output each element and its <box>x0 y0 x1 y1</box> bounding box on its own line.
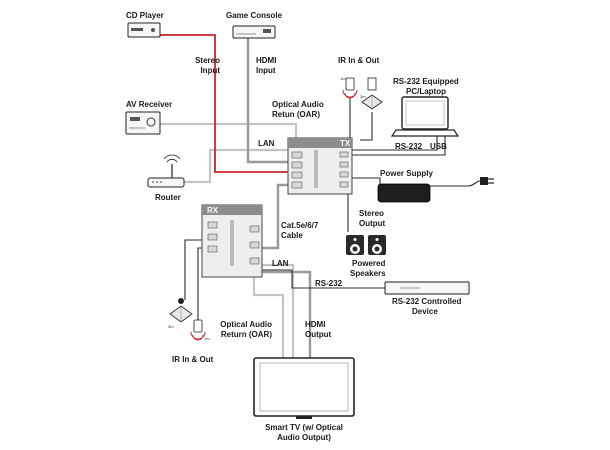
oar-bottom-label-2: Return (OAR) <box>221 330 272 339</box>
svg-text:3m: 3m <box>360 94 366 99</box>
hdmi-output-cable <box>262 270 312 358</box>
rs232-bottom-label: RS-232 <box>315 279 343 288</box>
optical-cable-top <box>160 122 298 140</box>
ir-out-cable-top <box>360 112 373 141</box>
ir-blaster-icon-top <box>361 77 383 110</box>
rs232-device-label-2: Device <box>412 307 438 316</box>
stereo-input-cable <box>158 34 290 173</box>
smart-tv-label-1: Smart TV (w/ Optical <box>265 423 343 432</box>
cat-cable-label-1: Cat.5e/6/7 <box>281 221 319 230</box>
game-console <box>232 25 276 39</box>
hdmi-input-label-1: HDMI <box>256 56 276 65</box>
smart-tv-icon <box>253 357 355 419</box>
lan-top-label: LAN <box>258 139 275 148</box>
cat-cable-label-2: Cable <box>281 231 303 240</box>
speaker-icon-right <box>368 235 386 255</box>
rx-unit <box>201 204 263 278</box>
av-receiver-label: AV Receiver <box>126 100 172 109</box>
ir-receiver-icon-top <box>342 77 358 99</box>
svg-text:1m: 1m <box>204 336 210 341</box>
power-supply-icon <box>377 177 494 203</box>
hdmi-input-cable <box>246 38 290 164</box>
rs232-cable-bottom <box>262 269 385 289</box>
rx-label: RX <box>207 206 219 215</box>
cables <box>158 34 481 358</box>
svg-text:1m: 1m <box>340 76 346 81</box>
stereo-output-label-2: Output <box>359 219 386 228</box>
ir-out-cable-bottom <box>184 239 205 300</box>
power-supply-label: Power Supply <box>380 169 433 178</box>
oar-bottom-label-1: Optical Audio <box>220 320 272 329</box>
stereo-input-label-2: Input <box>200 66 220 75</box>
stereo-input-label-1: Stereo <box>195 56 220 65</box>
tx-label: TX <box>340 139 351 148</box>
lan-cable-top <box>183 148 288 184</box>
svg-text:3m: 3m <box>168 324 174 329</box>
rs232-device-label-1: RS-232 Controlled <box>392 297 461 306</box>
lan-cable-bottom <box>262 263 295 358</box>
hdmi-output-label-2: Output <box>305 330 332 339</box>
oar-top-label-2: Retun (OAR) <box>272 110 320 119</box>
rs232-cable-top <box>352 135 438 151</box>
cd-player-label: CD Player <box>126 11 164 20</box>
power-cable-ac <box>430 180 481 187</box>
ir-blaster-icon-bottom <box>169 298 193 323</box>
powered-speakers-label-2: Speakers <box>350 269 386 278</box>
rs232-pc-label-2: PC/Laptop <box>406 87 446 96</box>
usb-cable <box>352 135 446 156</box>
powered-speakers-label-1: Powered <box>352 259 385 268</box>
ir-receiver-icon-bottom <box>190 319 206 341</box>
av-receiver <box>125 111 161 135</box>
router-label: Router <box>155 193 181 202</box>
hdmi-output-label-1: HDMI <box>305 320 325 329</box>
ir-bottom-label: IR In & Out <box>172 355 214 364</box>
rs232-pc-label-1: RS-232 Equipped <box>393 77 459 86</box>
usb-label: USB <box>430 142 447 151</box>
speaker-icon-left <box>346 235 364 255</box>
tx-unit <box>287 137 353 195</box>
power-cable-dc <box>352 177 381 186</box>
lan-bottom-label: LAN <box>272 259 289 268</box>
smart-tv-label-2: Audio Output) <box>277 433 331 442</box>
hdmi-input-label-2: Input <box>256 66 276 75</box>
oar-top-label-1: Optical Audio <box>272 100 324 109</box>
optical-cable-bottom <box>252 275 285 358</box>
router <box>147 154 185 188</box>
stereo-output-label-1: Stereo <box>359 209 384 218</box>
rs232-top-label: RS-232 <box>395 142 423 151</box>
game-console-label: Game Console <box>226 11 283 20</box>
rs232-controlled-device <box>384 281 470 295</box>
cd-player <box>127 22 161 38</box>
laptop-icon <box>390 96 460 137</box>
ir-top-label: IR In & Out <box>338 56 380 65</box>
